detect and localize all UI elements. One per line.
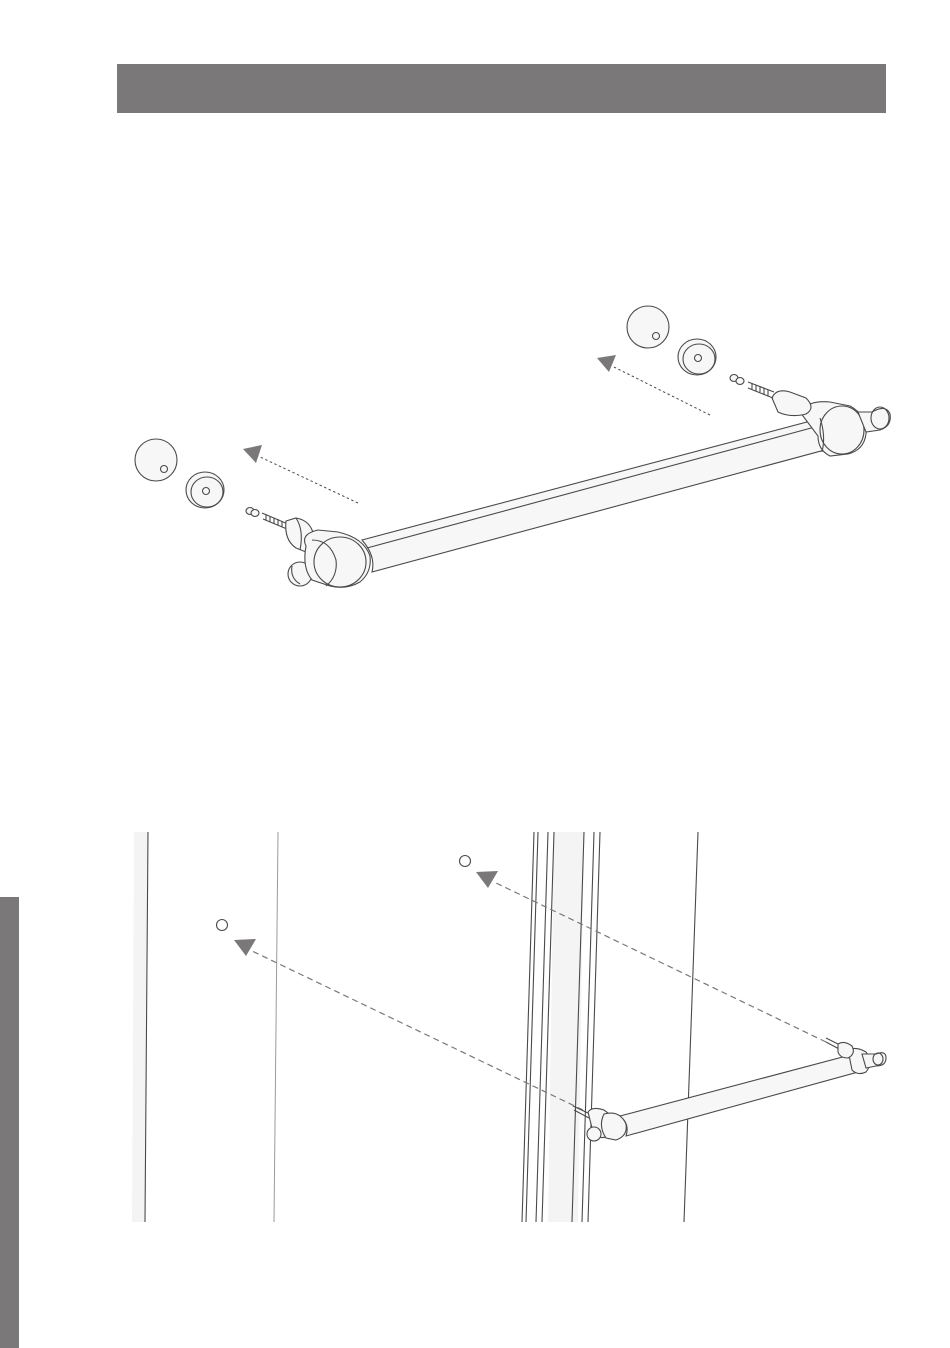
mounting-hole-upper <box>460 856 471 867</box>
set-screw-right <box>730 375 744 385</box>
glass-panel <box>132 832 278 1222</box>
post-left <box>305 530 371 587</box>
towel-bar-tube <box>362 418 833 572</box>
door-frame <box>522 832 698 1222</box>
end-cap-right <box>627 306 669 348</box>
installation-diagram <box>130 830 900 1225</box>
mounting-stud-right <box>748 382 811 416</box>
set-screw-left <box>246 508 259 517</box>
left-hardware <box>135 439 370 587</box>
exploded-diagram <box>110 290 910 600</box>
header-bar <box>117 64 886 113</box>
mounting-holes <box>217 856 471 931</box>
right-hardware <box>627 306 890 456</box>
towel-bar-mounted <box>573 1038 886 1141</box>
washer-left <box>186 472 224 508</box>
side-tab <box>0 897 19 1348</box>
mounting-hole-lower <box>217 920 228 931</box>
end-cap-left <box>135 439 177 481</box>
washer-right <box>678 339 716 375</box>
